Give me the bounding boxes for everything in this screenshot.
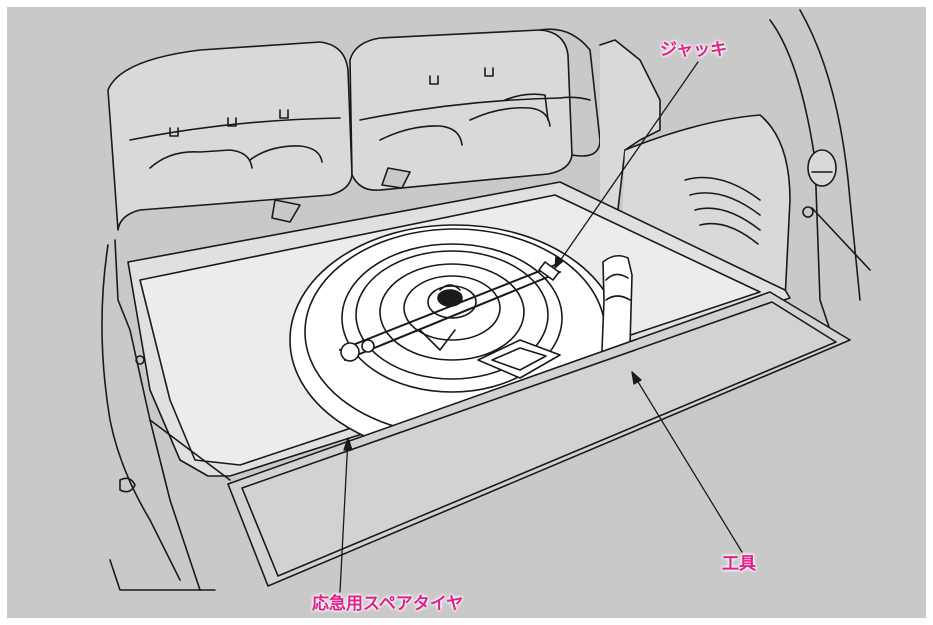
- jack-leader-arrow: [554, 255, 564, 269]
- tools-leader-line: [631, 371, 743, 553]
- tools-leader-arrow: [631, 371, 642, 385]
- spare-tire-label: 応急用スペアタイヤ: [312, 594, 464, 614]
- tire-hold-down: [477, 339, 561, 379]
- tools-label: 工具: [722, 554, 756, 574]
- spare-tire-leader-arrow: [343, 437, 353, 451]
- rear-seatbacks: [107, 28, 601, 231]
- leader-lines: [339, 61, 743, 593]
- jack: [339, 261, 561, 362]
- left-side-wall: [101, 239, 216, 591]
- spare-tire-leader-line: [339, 437, 349, 593]
- jack-label: ジャッキ: [660, 40, 728, 60]
- floor-lid: [149, 291, 851, 587]
- jack-leader-line: [554, 61, 699, 269]
